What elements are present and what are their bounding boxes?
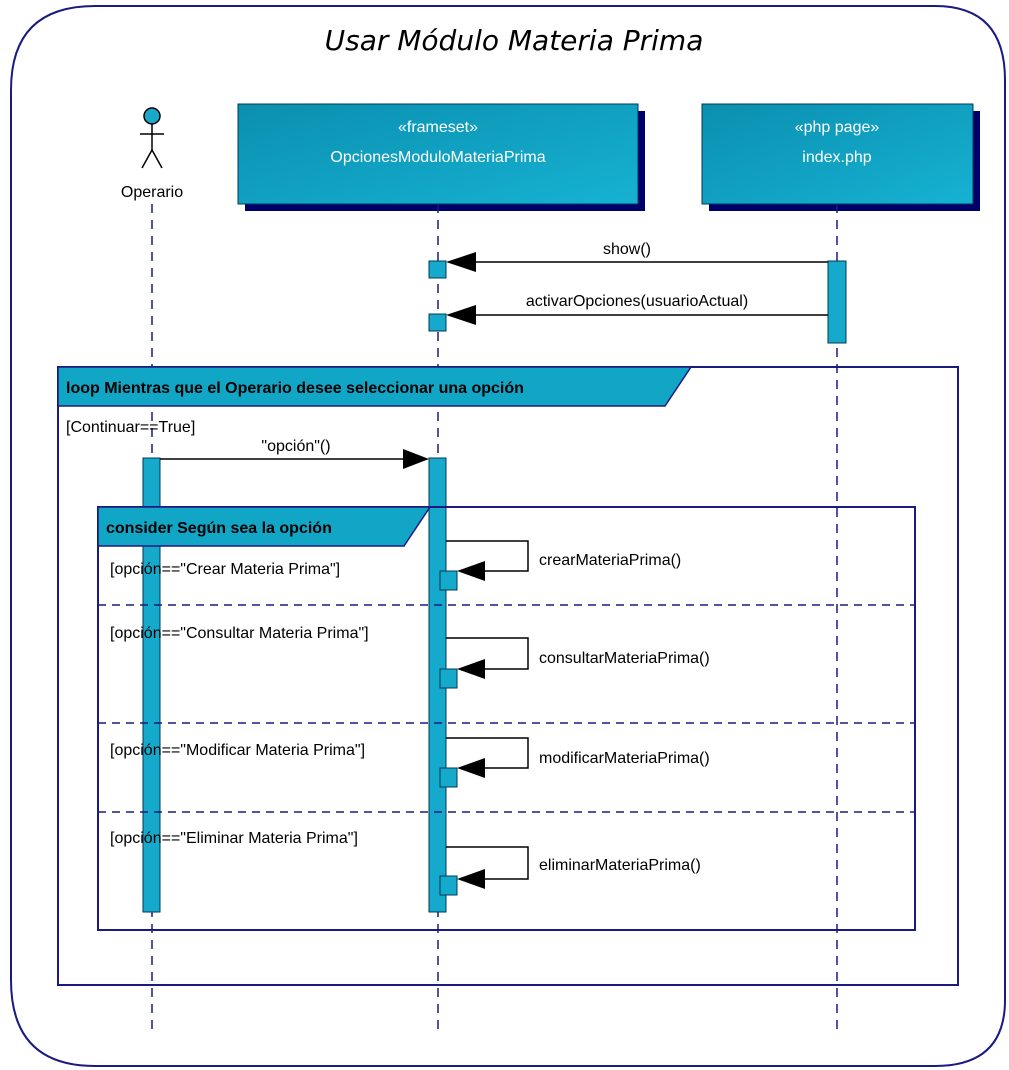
consultar-self-message bbox=[439, 637, 529, 689]
activar-message-label: activarOpciones(usuarioActual) bbox=[526, 293, 748, 310]
guard-consultar: [opción=="Consultar Materia Prima"] bbox=[110, 625, 369, 642]
modificar-self-message bbox=[439, 737, 529, 788]
index-lifeline-box bbox=[701, 103, 980, 211]
modificar-message-label: modificarMateriaPrima() bbox=[539, 750, 710, 767]
crear-self-message bbox=[439, 540, 529, 591]
diagram-outer-frame bbox=[10, 5, 1006, 1067]
crear-message-label: crearMateriaPrima() bbox=[539, 552, 681, 569]
operario-actor-icon bbox=[140, 107, 164, 169]
consider-label-tab bbox=[97, 506, 432, 547]
guard-crear: [opción=="Crear Materia Prima"] bbox=[110, 561, 340, 578]
frameset-activation-activar bbox=[428, 313, 447, 332]
frameset-activation-show bbox=[428, 260, 447, 279]
frameset-stereotype: «frameset» bbox=[398, 119, 478, 136]
show-message-arrow bbox=[446, 252, 476, 272]
opcion-message-label: "opción"() bbox=[261, 438, 330, 455]
operario-activation bbox=[142, 457, 161, 913]
frameset-name: OpcionesModuloMateriaPrima bbox=[330, 149, 545, 166]
guard-modificar: [opción=="Modificar Materia Prima"] bbox=[110, 742, 365, 759]
diagram-title: Usar Módulo Materia Prima bbox=[325, 24, 704, 57]
consultar-message-label: consultarMateriaPrima() bbox=[539, 650, 710, 667]
index-activation bbox=[827, 260, 847, 344]
frameset-lifeline-box bbox=[237, 103, 645, 211]
loop-label-tab bbox=[57, 366, 693, 407]
consider-frame bbox=[97, 506, 916, 931]
loop-label: loop Mientras que el Operario desee sele… bbox=[66, 380, 524, 397]
guard-eliminar: [opción=="Eliminar Materia Prima"] bbox=[110, 830, 358, 847]
show-message-label: show() bbox=[603, 241, 651, 258]
loop-guard: [Continuar==True] bbox=[66, 419, 195, 436]
operario-label: Operario bbox=[121, 184, 183, 201]
eliminar-message-label: eliminarMateriaPrima() bbox=[539, 857, 701, 874]
index-stereotype: «php page» bbox=[795, 119, 880, 136]
index-name: index.php bbox=[802, 149, 871, 166]
consider-label: consider Según sea la opción bbox=[106, 520, 332, 537]
eliminar-self-message bbox=[439, 846, 529, 896]
opcion-message-arrow bbox=[403, 449, 429, 469]
activar-message-arrow bbox=[446, 305, 476, 325]
